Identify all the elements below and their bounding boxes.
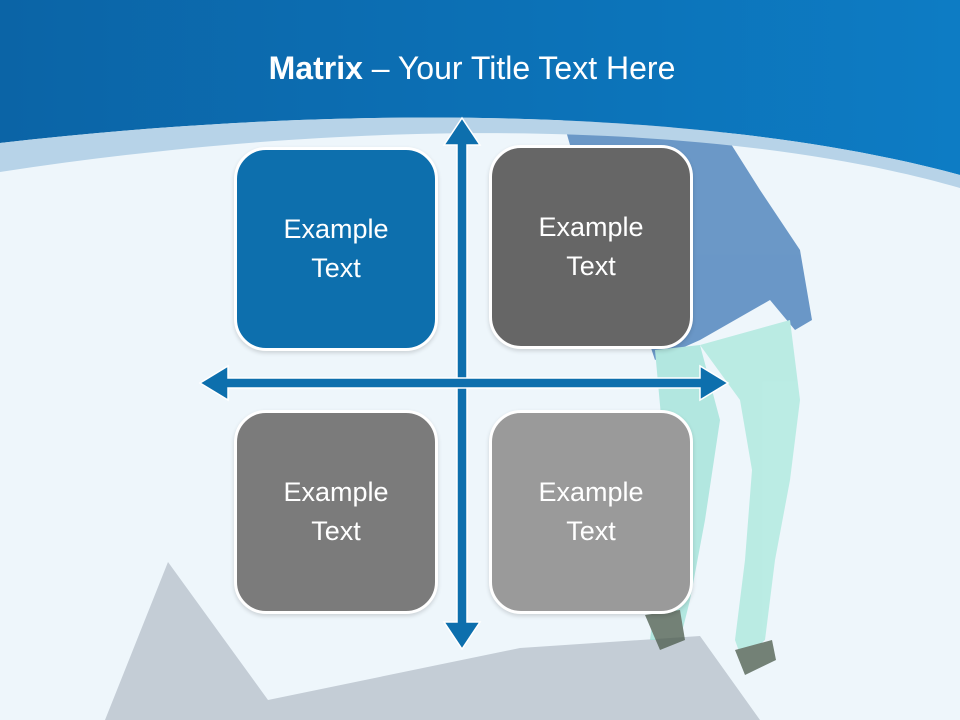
horizontal-axis-arrow [198,364,730,402]
matrix-box-text-line2: Text [566,251,616,281]
matrix-box-text-line2: Text [566,516,616,546]
header-band [0,0,960,175]
header-light-band [0,117,960,188]
slide-title-rest: – Your Title Text Here [362,50,676,86]
matrix-box-text-line1: Example [283,214,389,244]
matrix-box-text-line2: Text [311,253,361,283]
slide-title-bold: Matrix [268,50,363,86]
matrix-box-text-line1: Example [538,212,644,242]
matrix-box-text-line1: Example [283,477,389,507]
matrix-box-text-line1: Example [538,477,644,507]
matrix-box-text-line2: Text [311,516,361,546]
slide-title: Matrix – Your Title Text Here [0,48,944,88]
shadow-shape [105,562,760,720]
